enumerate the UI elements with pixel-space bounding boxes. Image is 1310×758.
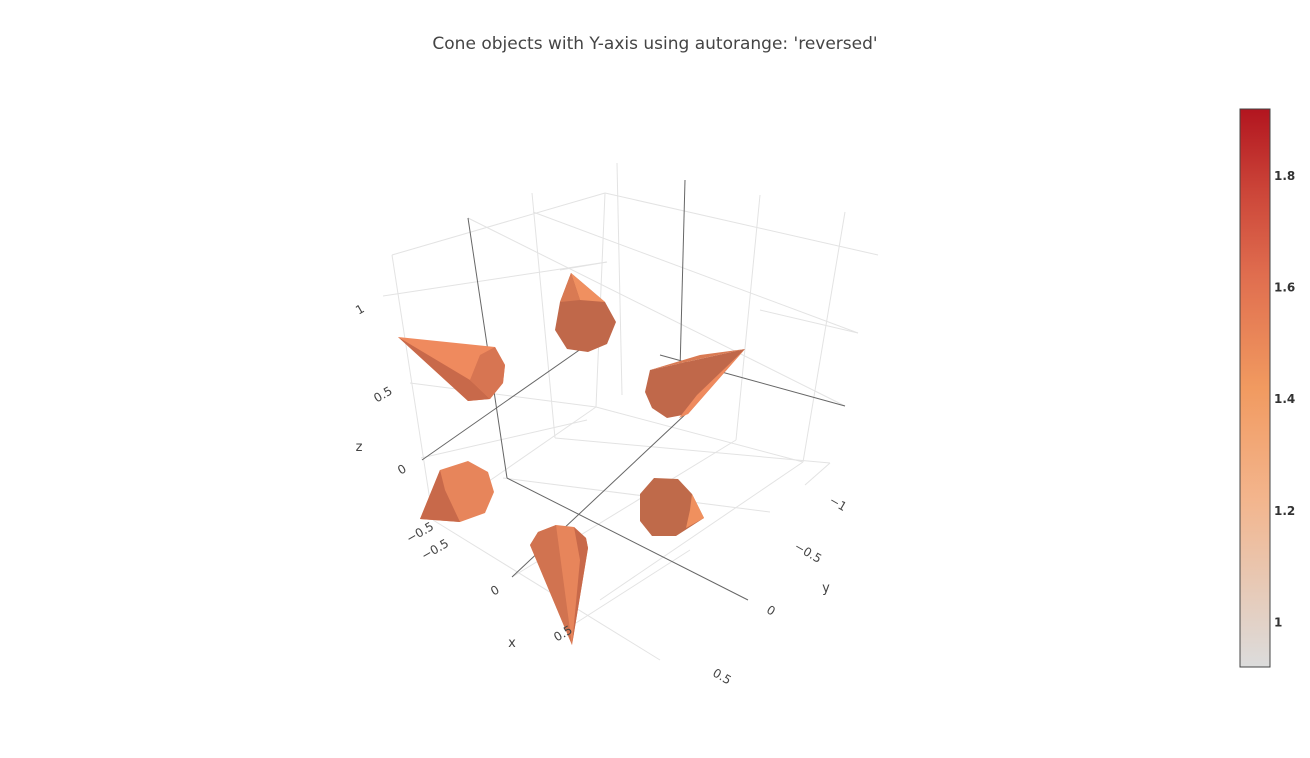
y-tick-label: 0.5 <box>710 666 734 688</box>
z-tick-labels: 1 0.5 0 −0.5 <box>353 302 436 546</box>
colorbar-ticks: 1 1.2 1.4 1.6 1.8 <box>1274 169 1295 629</box>
axis-line-back-vertical <box>679 179 686 371</box>
cone-mark[interactable] <box>420 461 494 522</box>
cone-mark[interactable] <box>530 525 588 645</box>
cone-mark[interactable] <box>398 337 505 401</box>
cone-mark[interactable] <box>640 478 704 536</box>
3d-scene[interactable]: 1 0.5 0 −0.5 −0.5 0 0.5 −1 −0.5 0 0.5 z … <box>353 162 879 688</box>
z-tick-label: 0.5 <box>371 384 395 406</box>
grid-lines <box>382 162 879 661</box>
z-tick-label: 1 <box>353 302 367 318</box>
z-axis-title: z <box>356 440 363 455</box>
cone-mark[interactable] <box>555 273 616 352</box>
colorbar-tick-label: 1.8 <box>1274 169 1295 183</box>
y-tick-label: 0 <box>764 603 778 619</box>
y-axis-title: y <box>822 581 830 596</box>
y-tick-label: −1 <box>827 493 849 514</box>
y-tick-label: −0.5 <box>792 539 824 566</box>
cone-traces[interactable] <box>398 273 745 645</box>
x-tick-label: −0.5 <box>419 536 451 563</box>
x-axis-title: x <box>508 636 516 651</box>
cone-mark[interactable] <box>645 349 745 418</box>
z-tick-label: 0 <box>395 462 409 478</box>
chart-title: Cone objects with Y-axis using autorange… <box>432 34 877 54</box>
y-axis-line <box>421 329 609 461</box>
colorbar-tick-label: 1.6 <box>1274 281 1295 295</box>
z-tick-label: −0.5 <box>404 519 436 546</box>
colorbar-tick-label: 1.4 <box>1274 392 1295 406</box>
colorbar[interactable]: 1 1.2 1.4 1.6 1.8 <box>1239 108 1295 668</box>
x-axis-line <box>506 477 749 601</box>
colorbar-tick-label: 1.2 <box>1274 504 1295 518</box>
colorbar-tick-label: 1 <box>1274 615 1282 629</box>
x-tick-label: 0 <box>488 583 502 599</box>
colorbar-gradient <box>1239 108 1271 668</box>
